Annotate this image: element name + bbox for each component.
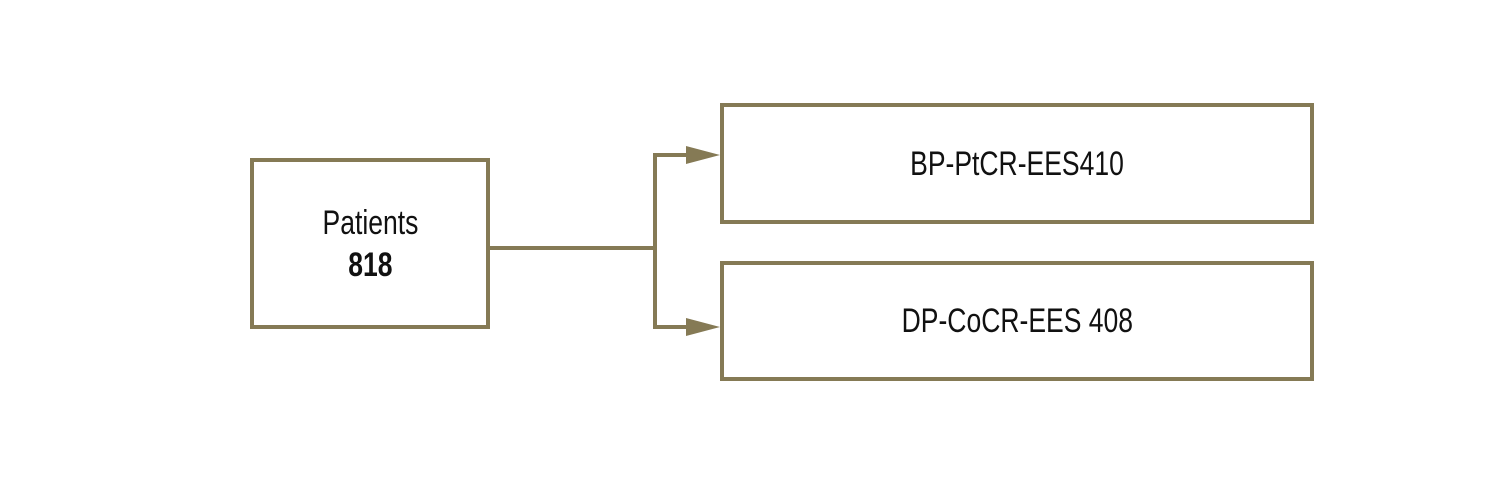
patients-label: Patients — [322, 203, 418, 242]
arm-label: DP-CoCR-EES 408 — [901, 302, 1133, 340]
arm-label: BP-PtCR-EES410 — [910, 144, 1124, 183]
arrowhead-top — [686, 146, 720, 164]
arm-box-dp-cocr: DP-CoCR-EES 408 — [720, 261, 1314, 381]
arm-box-bp-ptcr: BP-PtCR-EES410 — [720, 103, 1314, 224]
patients-box: Patients 818 — [250, 158, 490, 329]
patients-count: 818 — [347, 245, 393, 284]
arrowhead-bottom — [686, 318, 720, 336]
